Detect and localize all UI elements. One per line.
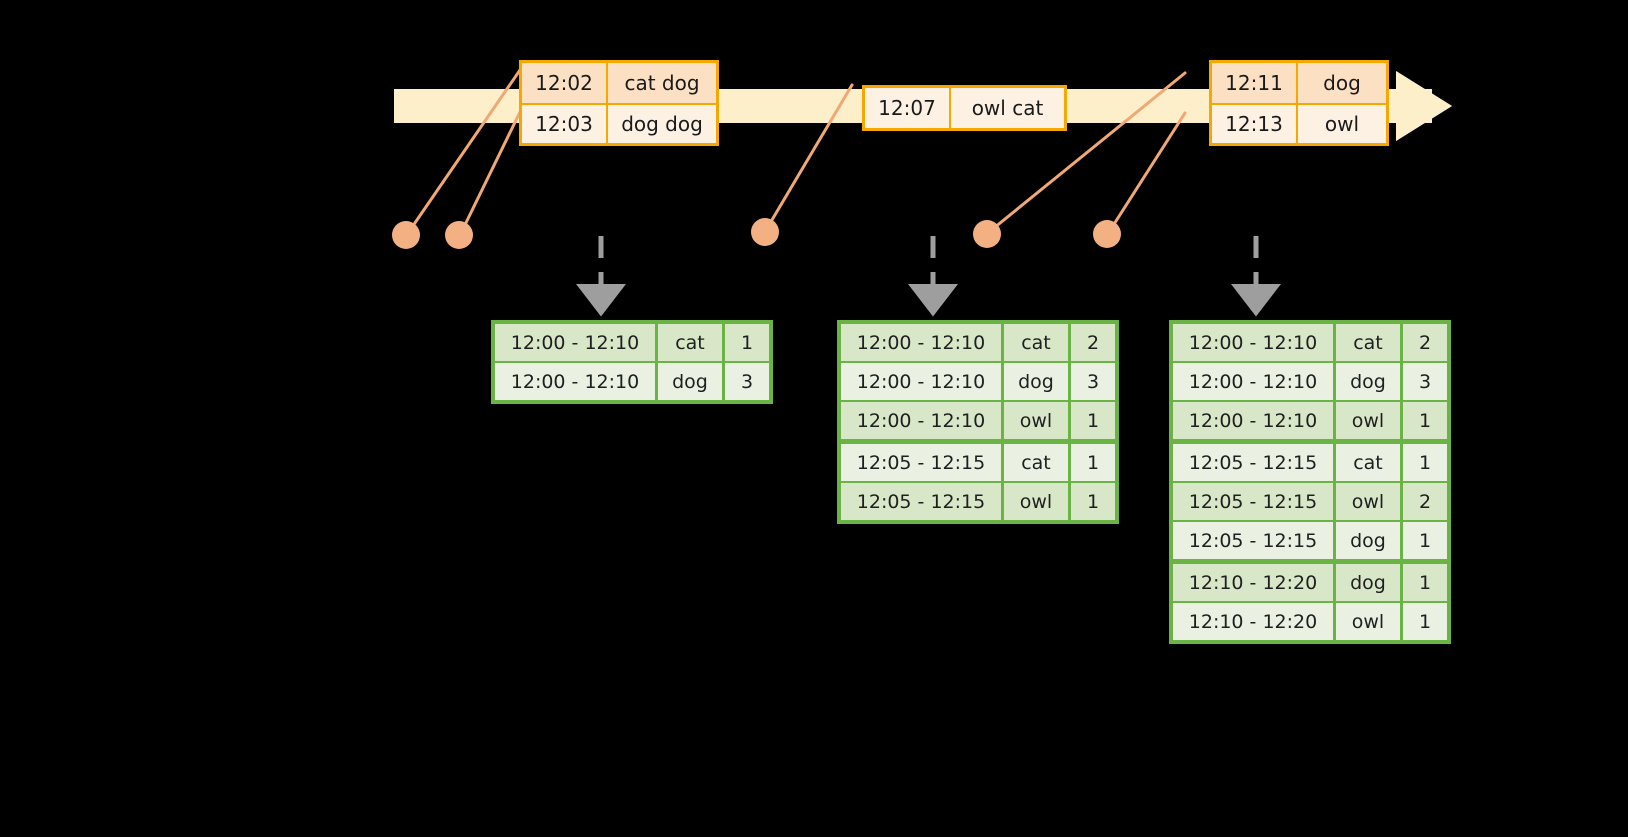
cell-count: 1 <box>1403 603 1447 640</box>
cell-word: cat <box>1004 444 1068 481</box>
event-words: dog dog <box>621 112 703 136</box>
event-dot-2 <box>445 221 473 249</box>
cell-window: 12:00 - 12:10 <box>495 363 655 400</box>
cell-window: 12:10 - 12:20 <box>1173 603 1333 640</box>
cell-word: cat <box>1336 444 1400 481</box>
cell-count: 1 <box>1071 444 1115 481</box>
event-time: 12:11 <box>1212 63 1298 103</box>
cell-window: 12:00 - 12:10 <box>841 402 1001 439</box>
event-group-3[interactable]: 12:11 dog 12:13 owl <box>1209 60 1389 146</box>
event-words: cat dog <box>624 71 700 95</box>
cell-count: 2 <box>1403 324 1447 361</box>
cell-count: 1 <box>725 324 769 361</box>
cell-word: cat <box>1004 324 1068 361</box>
cell-window: 12:00 - 12:10 <box>1173 402 1333 439</box>
cell-word: owl <box>1336 483 1400 520</box>
cell-word: cat <box>1336 324 1400 361</box>
cell-count: 2 <box>1403 483 1447 520</box>
event-row[interactable]: 12:07 owl cat <box>865 88 1064 128</box>
connector-line-1 <box>406 68 522 235</box>
cell-count: 2 <box>1071 324 1115 361</box>
connector-line-2 <box>459 110 522 235</box>
cell-window: 12:00 - 12:10 <box>1173 363 1333 400</box>
event-dot-4 <box>973 220 1001 248</box>
cell-count: 1 <box>1403 522 1447 559</box>
cell-word: dog <box>1336 363 1400 400</box>
emit-arrows <box>576 236 1281 317</box>
cell-word: dog <box>1004 363 1068 400</box>
event-row[interactable]: 12:03 dog dog <box>522 103 716 143</box>
cell-window: 12:05 - 12:15 <box>841 483 1001 520</box>
cell-word: cat <box>658 324 722 361</box>
event-time: 12:02 <box>522 63 608 103</box>
event-row[interactable]: 12:02 cat dog <box>522 63 716 103</box>
cell-window: 12:05 - 12:15 <box>841 444 1001 481</box>
cell-word: dog <box>658 363 722 400</box>
cell-word: dog <box>1336 564 1400 601</box>
cell-count: 1 <box>1403 564 1447 601</box>
event-words: owl cat <box>971 96 1044 120</box>
cell-word: owl <box>1004 402 1068 439</box>
event-time: 12:03 <box>522 105 608 143</box>
event-dot-1 <box>392 221 420 249</box>
cell-window: 12:05 - 12:15 <box>1173 522 1333 559</box>
cell-window: 12:00 - 12:10 <box>841 363 1001 400</box>
cell-word: owl <box>1336 603 1400 640</box>
cell-word: dog <box>1336 522 1400 559</box>
cell-count: 1 <box>1403 444 1447 481</box>
event-dot-5 <box>1093 220 1121 248</box>
cell-window: 12:00 - 12:10 <box>495 324 655 361</box>
timeline-arrowhead <box>1396 71 1452 141</box>
cell-word: owl <box>1336 402 1400 439</box>
cell-count: 1 <box>1071 483 1115 520</box>
cell-count: 3 <box>725 363 769 400</box>
event-group-2[interactable]: 12:07 owl cat <box>862 85 1067 131</box>
cell-count: 3 <box>1071 363 1115 400</box>
cell-word: owl <box>1004 483 1068 520</box>
cell-count: 3 <box>1403 363 1447 400</box>
event-group-1[interactable]: 12:02 cat dog 12:03 dog dog <box>519 60 719 146</box>
event-words: owl <box>1324 112 1360 136</box>
event-dot-3 <box>751 218 779 246</box>
event-row[interactable]: 12:13 owl <box>1212 103 1386 143</box>
connector-line-3 <box>764 83 854 232</box>
event-time: 12:07 <box>865 88 951 128</box>
cell-window: 12:05 - 12:15 <box>1173 483 1333 520</box>
connector-line-5 <box>1107 111 1187 234</box>
cell-window: 12:00 - 12:10 <box>841 324 1001 361</box>
event-dots <box>392 218 1121 249</box>
cell-count: 1 <box>1071 402 1115 439</box>
event-time: 12:13 <box>1212 105 1298 143</box>
cell-count: 1 <box>1403 402 1447 439</box>
cell-window: 12:10 - 12:20 <box>1173 564 1333 601</box>
event-words: dog <box>1323 71 1361 95</box>
cell-window: 12:05 - 12:15 <box>1173 444 1333 481</box>
cell-window: 12:00 - 12:10 <box>1173 324 1333 361</box>
event-row[interactable]: 12:11 dog <box>1212 63 1386 103</box>
